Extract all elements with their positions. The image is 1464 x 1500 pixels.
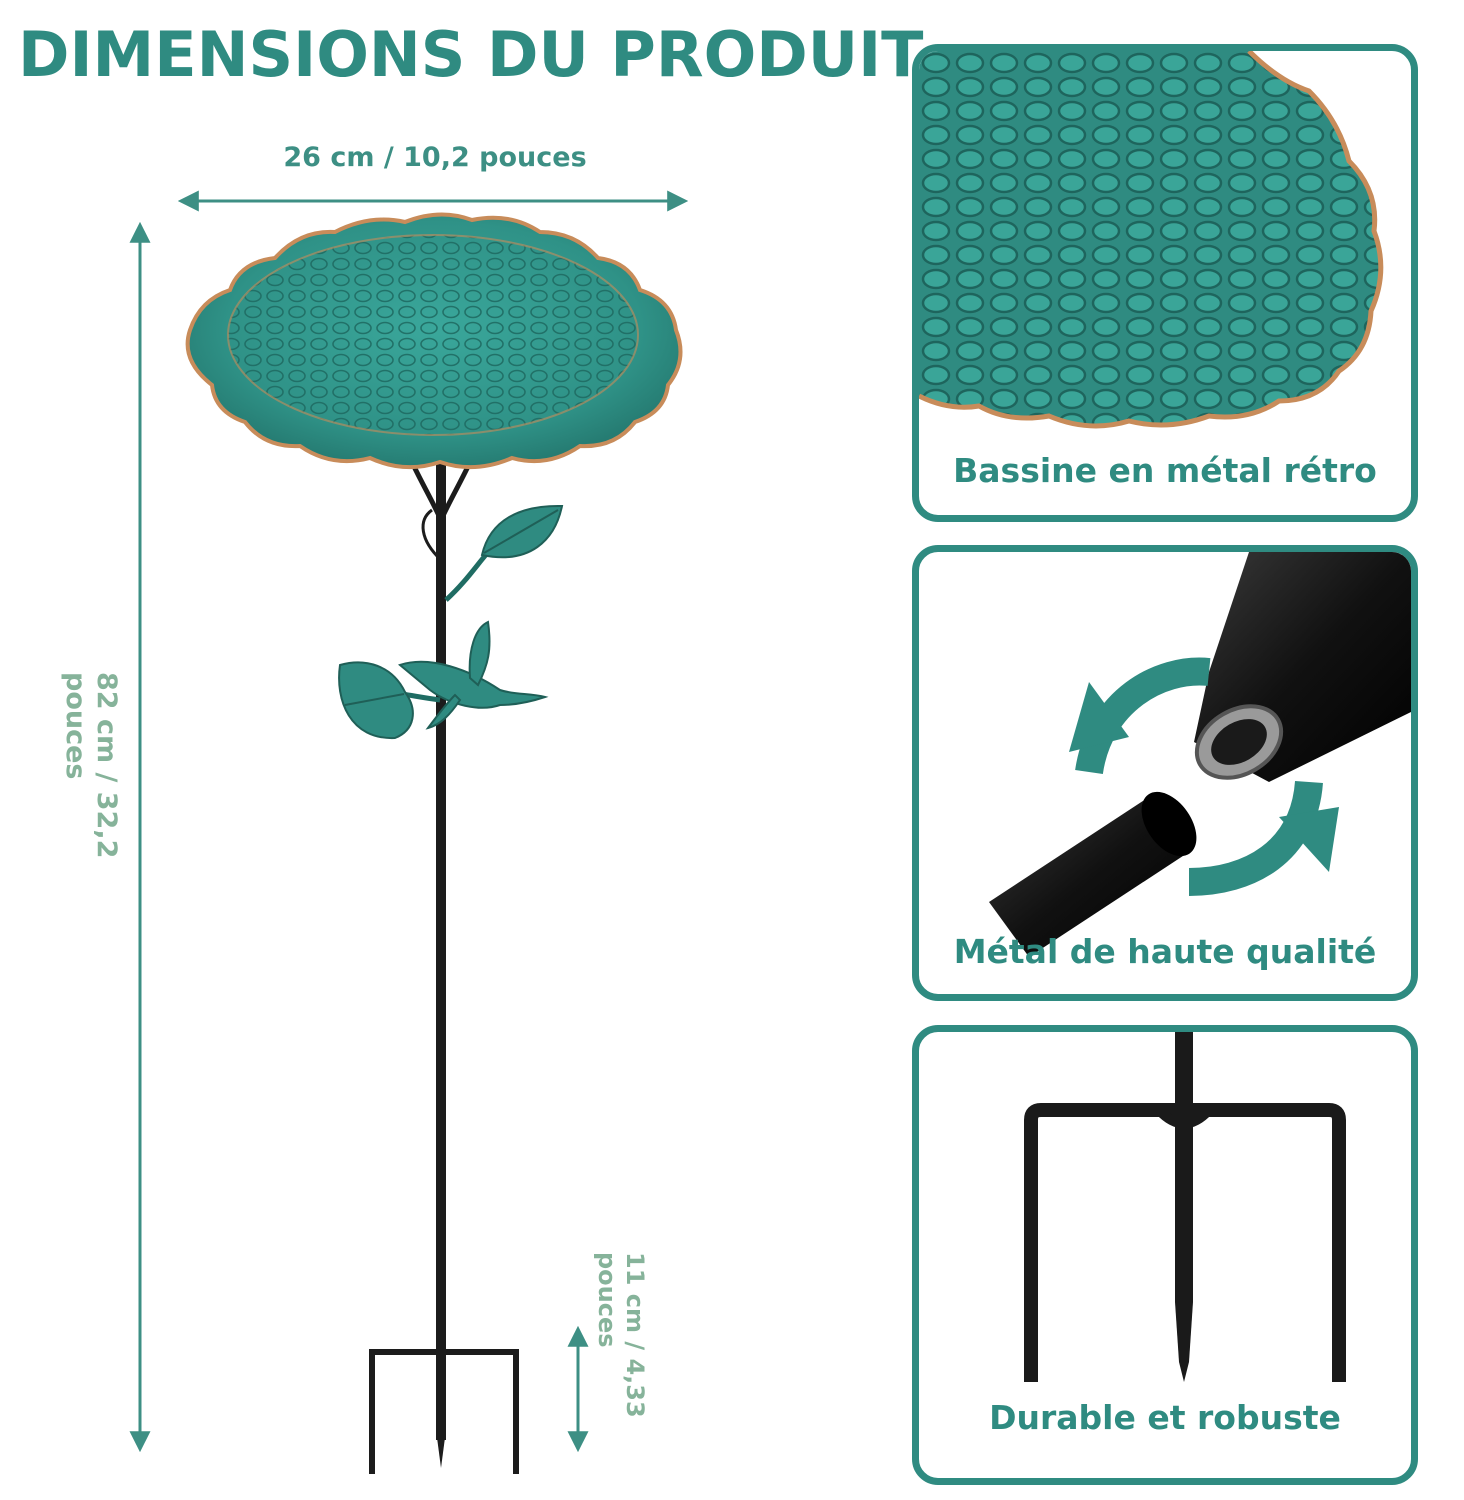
leaf-decoration-left bbox=[338, 661, 441, 740]
feature-panel-durable: Durable et robuste bbox=[912, 1025, 1418, 1485]
feature-caption-basin: Bassine en métal rétro bbox=[953, 451, 1377, 490]
fork-stake-icon bbox=[1024, 1032, 1346, 1382]
feature-caption-metal: Métal de haute qualité bbox=[953, 932, 1377, 971]
birdbath-illustration bbox=[129, 190, 689, 1474]
leaf-decoration bbox=[444, 504, 564, 602]
threaded-pole-icon bbox=[989, 552, 1411, 957]
basin bbox=[185, 212, 683, 470]
hummingbird-decoration bbox=[397, 620, 549, 730]
pole bbox=[436, 450, 446, 1440]
basin-texture-icon bbox=[919, 51, 1384, 429]
width-dimension-label: 26 cm / 10,2 pouces bbox=[283, 142, 587, 173]
fork-stake bbox=[369, 1349, 519, 1474]
feature-caption-durable: Durable et robuste bbox=[989, 1398, 1341, 1437]
page-title: DIMENSIONS DU PRODUIT bbox=[18, 18, 924, 91]
feature-panel-basin: Bassine en métal rétro bbox=[912, 44, 1418, 522]
feature-panel-metal: Métal de haute qualité bbox=[912, 545, 1418, 1001]
